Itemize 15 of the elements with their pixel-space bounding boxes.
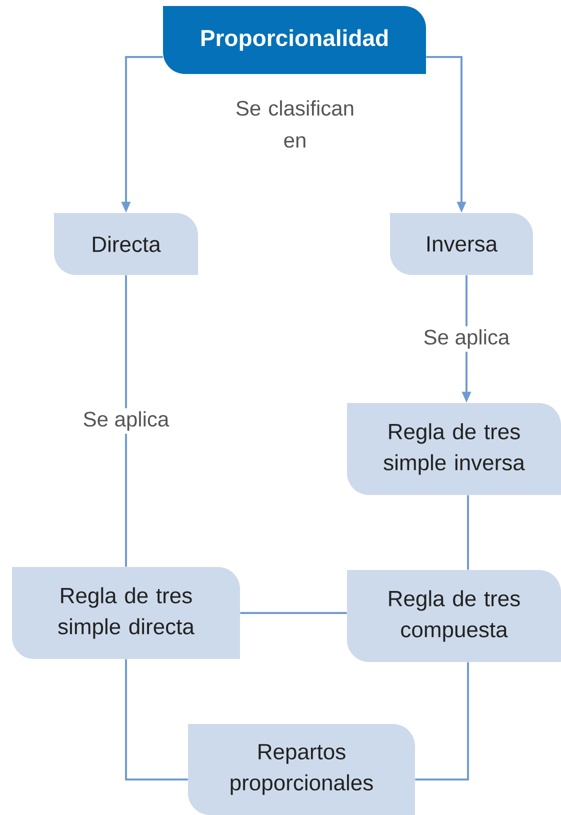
label-text: Se clasifican en: [236, 100, 354, 148]
connector: [467, 495, 469, 570]
edge-label: Se aplica: [420, 326, 513, 352]
concept-box: Inversa: [390, 213, 533, 275]
title-box: Proporcionalidad: [163, 6, 426, 74]
concept-box: Regla de tres compuesta: [347, 570, 561, 662]
concept-box: Regla de tres simple directa: [12, 567, 240, 659]
connector: [125, 659, 188, 780]
connector: [415, 662, 469, 780]
concept-box: Directa: [54, 213, 198, 275]
concept-box: Repartos proporcionales: [188, 724, 415, 815]
connector: [125, 275, 127, 567]
edge-label: Se aplica: [80, 408, 172, 434]
concept-box: Regla de tres simple inversa: [347, 403, 561, 495]
connector: [240, 612, 347, 614]
